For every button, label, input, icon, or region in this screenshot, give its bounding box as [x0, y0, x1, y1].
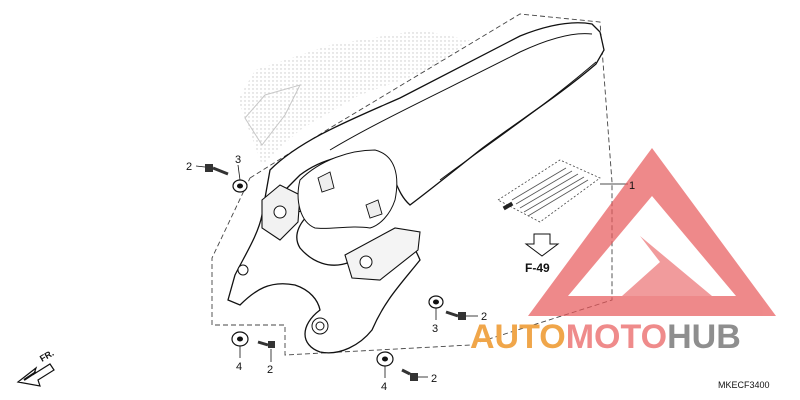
front-marker-label: FR.: [38, 348, 56, 364]
grommet-lower-left: [231, 331, 249, 347]
bolt-upper-left: [205, 164, 229, 176]
striped-seat-silhouette: [244, 84, 301, 146]
upper-left-bracket-hole: [273, 205, 287, 219]
assembly-dashed-outline: [211, 13, 613, 356]
front-arrow-icon: [16, 363, 55, 387]
watermark-word-auto: AUTO: [470, 318, 566, 356]
bolt-lower-mid: [401, 368, 418, 381]
dotted-seat-silhouette: [238, 30, 470, 165]
rear-fender-outer: [261, 22, 605, 216]
lower-grommet-hole-inner: [315, 321, 325, 331]
rear-fender-ridge: [329, 33, 593, 151]
grommet-lower-mid: [376, 351, 394, 367]
watermark-word-moto: MOTO: [566, 318, 667, 356]
cavity-tab-right: [365, 199, 383, 219]
diagram-code: MKECF3400: [718, 380, 770, 390]
left-grommet-hole: [237, 264, 249, 276]
leader-3a: [237, 164, 241, 181]
washer-right-mid: [428, 295, 444, 309]
watermark-text: AUTOMOTOHUB: [470, 318, 741, 356]
reference-arrow: [524, 233, 560, 257]
bolt-right-mid: [445, 310, 466, 320]
callout-part-3-a: 3: [235, 154, 241, 166]
reference-label: F-49: [525, 261, 550, 275]
callout-part-2-d: 2: [431, 373, 437, 385]
callout-part-1: 1: [629, 180, 635, 192]
watermark-word-hub: HUB: [667, 318, 741, 356]
warning-label-sticker: [497, 159, 601, 223]
callout-part-4-a: 4: [236, 361, 242, 373]
callout-part-2-b: 2: [481, 311, 487, 323]
callout-part-2-c: 2: [267, 364, 273, 376]
cavity-tab-left: [317, 171, 335, 193]
washer-upper-left: [232, 179, 248, 193]
rear-fender-inner-line: [439, 61, 597, 181]
watermark-logo-icon: [528, 148, 776, 316]
lower-fender-body: [227, 209, 421, 354]
callout-part-4-b: 4: [381, 381, 387, 393]
right-bracket-hole: [359, 255, 373, 269]
callout-part-3-b: 3: [432, 323, 438, 335]
bolt-lower-left: [257, 340, 275, 348]
callout-part-2-a: 2: [186, 161, 192, 173]
leader-2a: [195, 165, 206, 168]
